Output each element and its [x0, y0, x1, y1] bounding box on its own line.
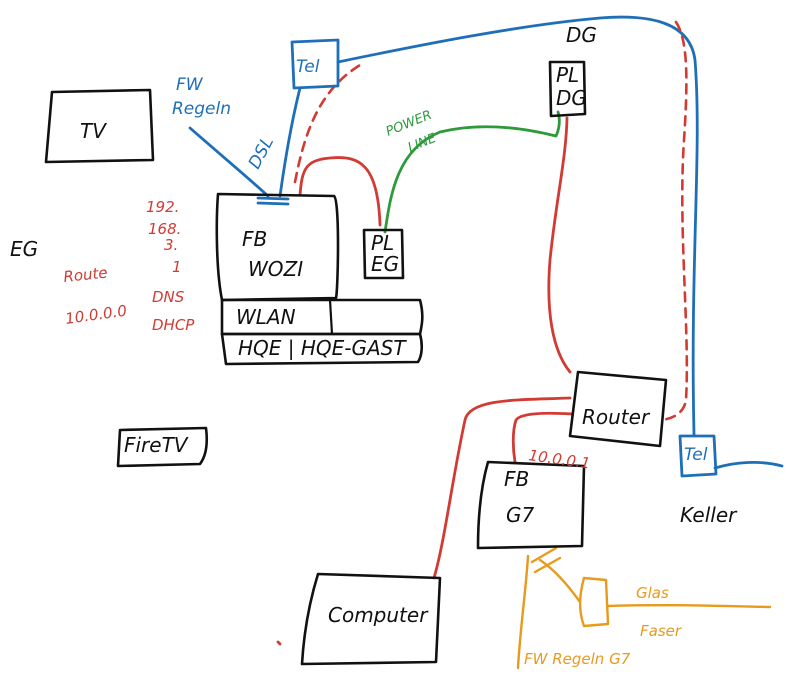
fb-g7-device: FB G7 [476, 460, 586, 550]
fb-wozi-device: FB WOZI WLAN HQE | HQE-GAST [215, 192, 424, 366]
pl-eg-label-1: PL [371, 231, 394, 255]
faser-label: Faser [640, 622, 682, 640]
ethernet-pl-dg-router [547, 116, 572, 374]
floor-eg-label: EG [10, 237, 38, 261]
pl-dg-label-2: DG [556, 86, 587, 110]
ip-wozi-l4: 1 [172, 258, 182, 276]
fiber-g7-line [516, 554, 530, 670]
tel-top-label: Tel [296, 57, 320, 77]
powerline-link [383, 110, 561, 234]
pl-dg-device: PL DG [548, 60, 587, 118]
hqe-label: HQE | HQE-GAST [238, 336, 407, 360]
glas-label: Glas [636, 584, 669, 602]
fb-wozi-label-1: FB [242, 227, 267, 251]
red-dot-mark [276, 640, 282, 646]
fiber-glas-connector [538, 558, 582, 604]
computer-device: Computer [300, 572, 442, 666]
fb-g7-label-2: G7 [506, 503, 534, 527]
tel-bottom-device: Tel [678, 434, 718, 478]
ip-wozi-l3: 3. [164, 236, 178, 254]
computer-label: Computer [328, 603, 429, 627]
dsl-label: DSL [245, 134, 278, 173]
route-label-1: Route [63, 263, 109, 286]
tv-label: TV [80, 119, 107, 143]
tel-bottom-label: Tel [684, 445, 708, 465]
fb-g7-label-1: FB [504, 467, 529, 491]
tel-top-device: Tel [290, 38, 340, 90]
ethernet-wozi-pl-eg [298, 156, 382, 227]
ethernet-dashed-wozi-router [293, 63, 362, 184]
pl-eg-device: PL EG [362, 228, 405, 280]
fw-regeln-g7-label: FW Regeln G7 [524, 650, 631, 668]
fw-regeln-pointer [188, 126, 290, 206]
fw-regeln-top-label-1: FW [176, 75, 204, 95]
ethernet-router-computer [432, 396, 572, 580]
phone-line-main [336, 15, 699, 437]
phone-line-keller [713, 460, 784, 470]
ip-wozi-l2: 168. [148, 220, 181, 238]
fw-regeln-top-label-2: Regeln [172, 99, 231, 119]
wlan-label: WLAN [236, 305, 296, 329]
ip-wozi-l1: 192. [146, 198, 179, 216]
router-device: Router [568, 370, 668, 448]
dsl-line [278, 86, 302, 198]
firetv-device: FireTV [116, 426, 209, 468]
pl-eg-label-2: EG [371, 252, 399, 276]
fiber-glas-line [606, 603, 772, 609]
glas-fiber-box [579, 576, 610, 628]
floor-dg-label: DG [566, 23, 597, 47]
tv-device: TV [44, 88, 155, 164]
fb-wozi-label-2: WOZI [248, 257, 303, 281]
dns-label: DNS [152, 288, 185, 306]
floor-keller-label: Keller [680, 503, 738, 527]
pl-dg-label-1: PL [556, 63, 579, 87]
dhcp-label: DHCP [152, 316, 195, 334]
power-line-label-2: LINE [406, 131, 439, 156]
ethernet-dashed-dg-router [660, 20, 689, 422]
route-label-2: 10.0.0.0 [64, 302, 128, 328]
router-label: Router [582, 405, 651, 429]
fiber-break-mark [530, 546, 562, 574]
ethernet-router-fb-g7 [511, 411, 574, 464]
ip-g7-label: 10.0.0.1 [527, 446, 591, 472]
firetv-label: FireTV [124, 433, 189, 457]
